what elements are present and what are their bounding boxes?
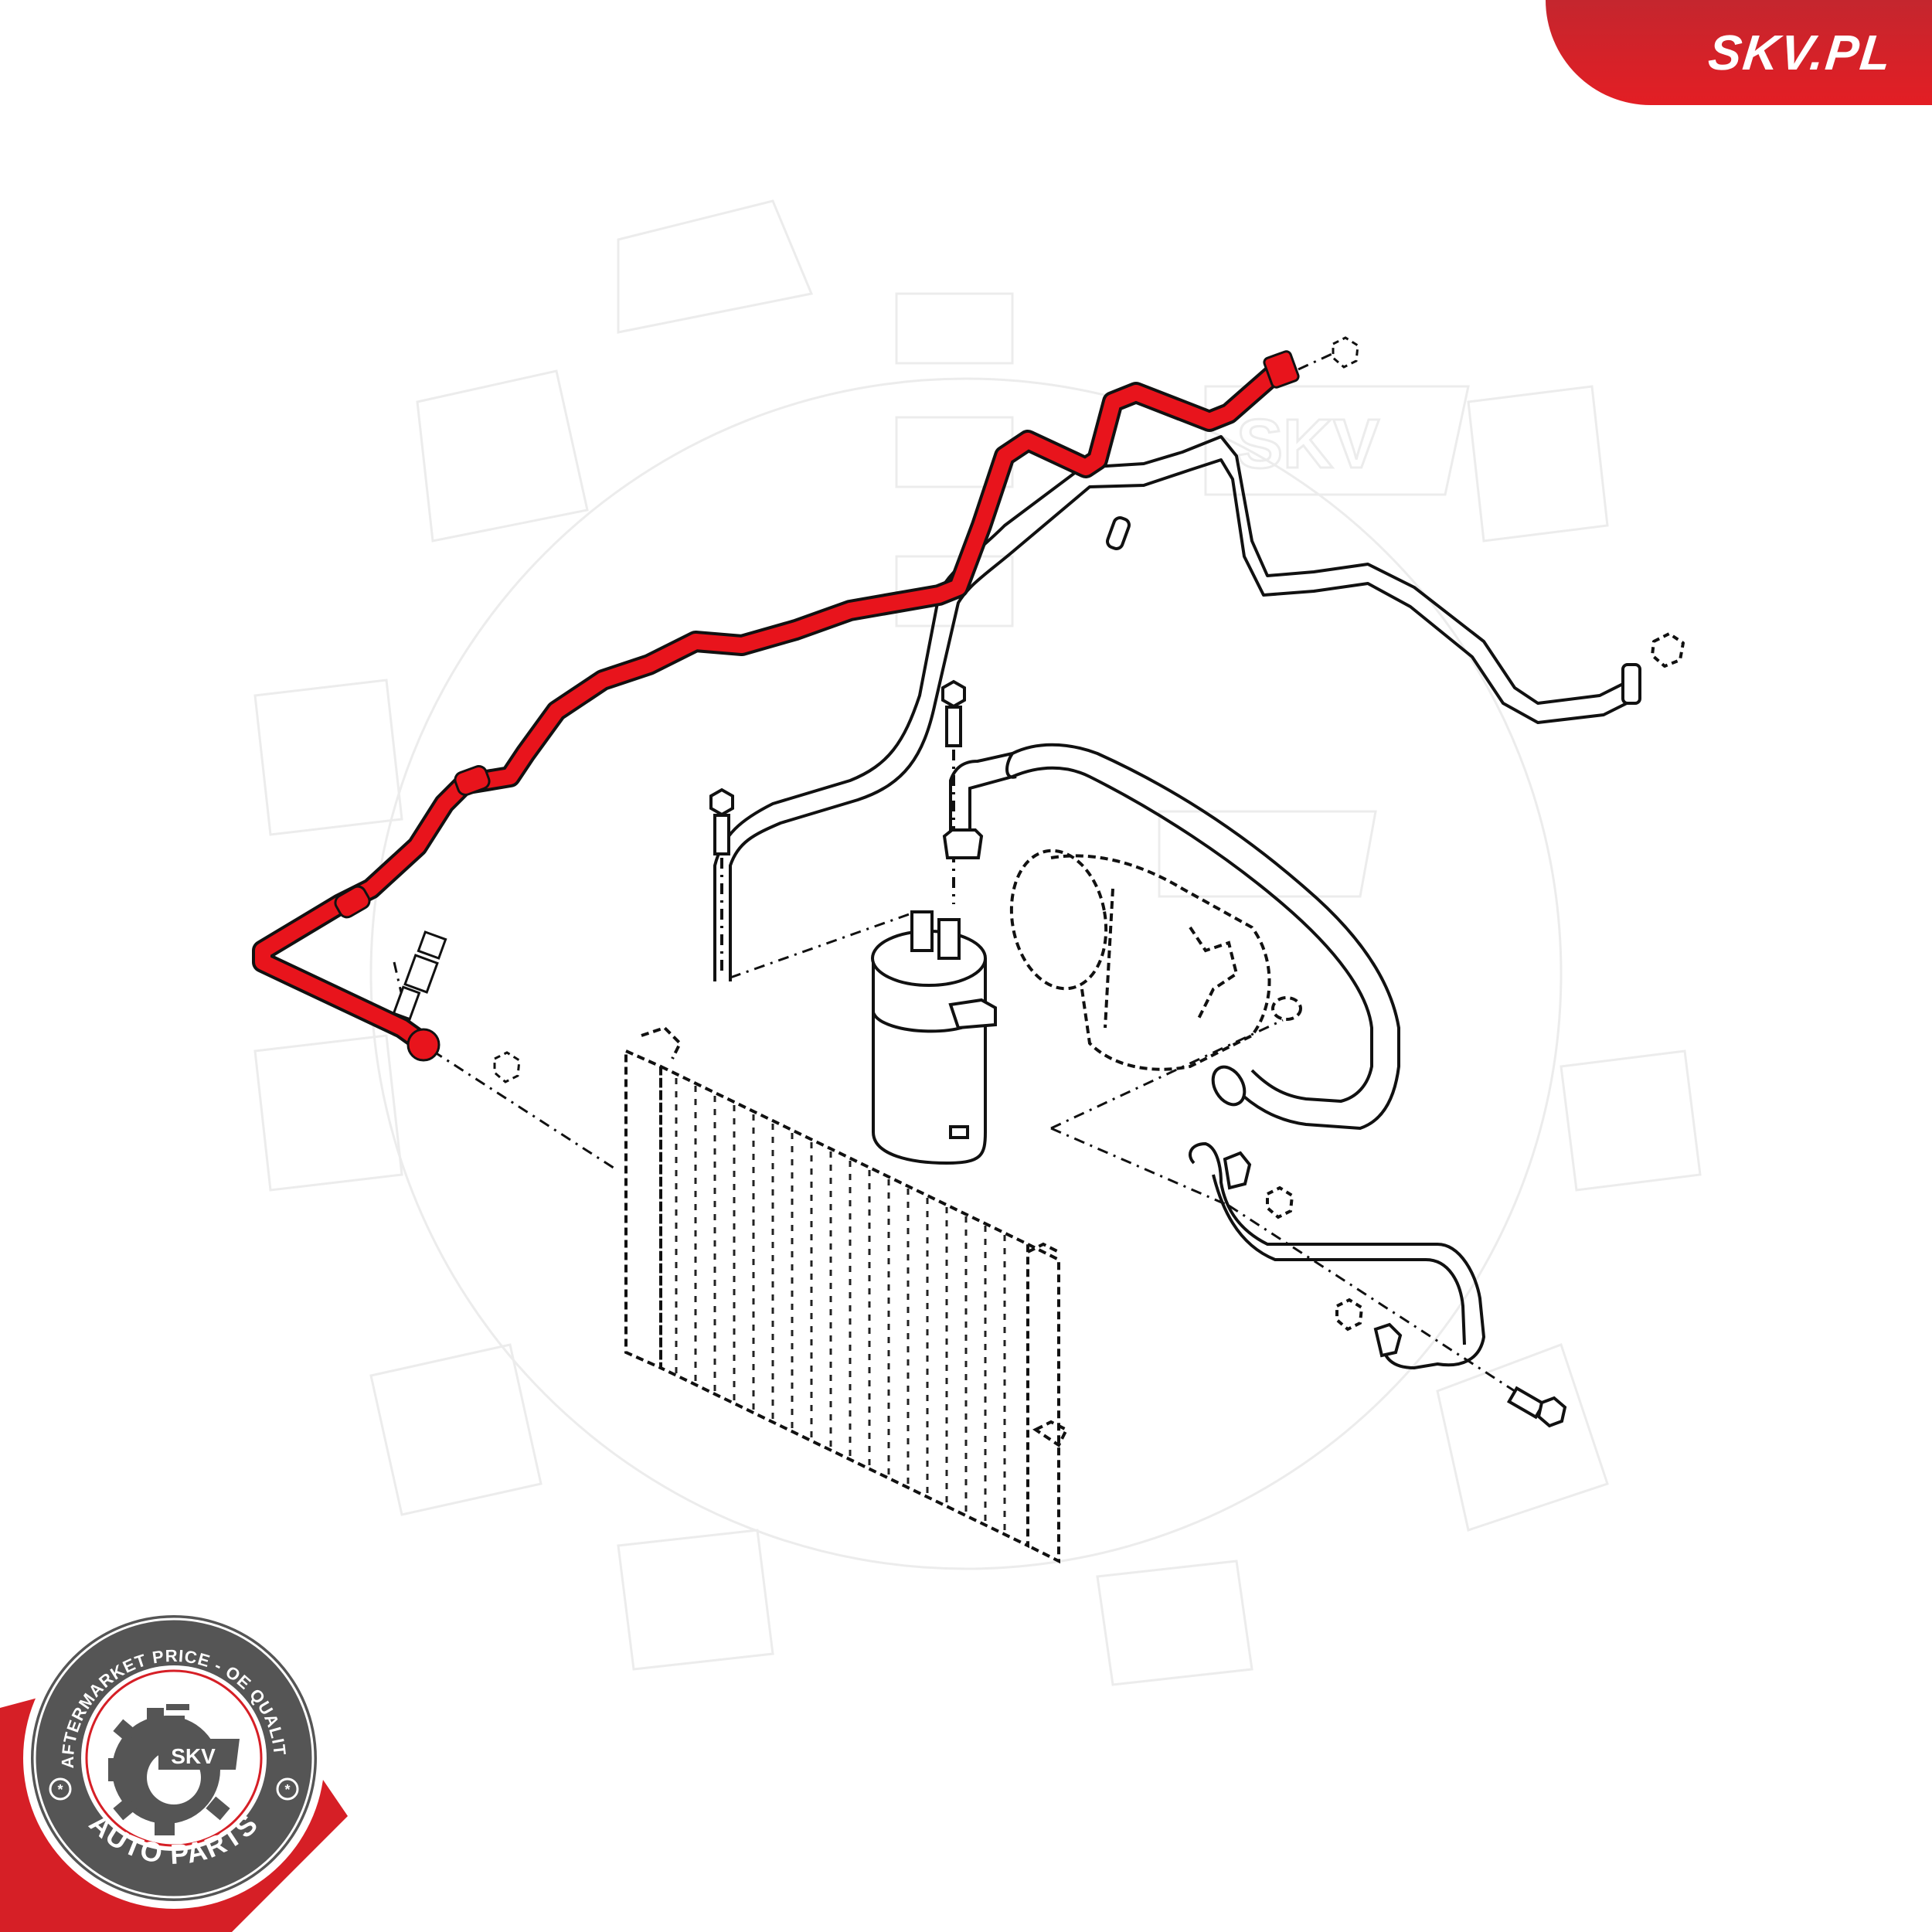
asterisk-icon-left: * <box>57 1782 63 1798</box>
suction-hose[interactable] <box>942 743 1400 1131</box>
pressure-switch[interactable] <box>392 930 447 1021</box>
bolt-bottom-right <box>1506 1386 1567 1428</box>
lower-hose[interactable] <box>1189 1141 1486 1370</box>
badge-center-text: SKV <box>171 1744 216 1768</box>
bolt-left <box>709 787 734 974</box>
o-rings <box>493 336 1359 1083</box>
assembly-lines <box>393 350 1515 1393</box>
bolt-middle <box>941 679 966 904</box>
pipe-joint-upper <box>454 765 491 796</box>
condenser-fins <box>675 1078 1006 1533</box>
asterisk-icon-right: * <box>284 1782 290 1798</box>
pipe-end-fitting-bottom <box>406 1028 440 1062</box>
star-icon <box>49 1777 299 1801</box>
brand-tab[interactable]: SKV.PL <box>1546 0 1932 105</box>
pipe-joint-lower <box>334 885 371 919</box>
bolts <box>709 679 1567 1428</box>
highlighted-pipe[interactable] <box>252 350 1300 1062</box>
watermark-gear-outline <box>369 377 1563 1570</box>
receiver-drier[interactable] <box>871 910 997 1165</box>
highlighted-pipe-outline <box>252 359 1290 1054</box>
gear-icon <box>108 1704 240 1835</box>
compressor[interactable] <box>1001 843 1302 1071</box>
skv-badge: AFTERMARKET PRICE - OE QUALITY AUTO PART… <box>0 1584 348 1932</box>
highlighted-pipe-fill <box>255 362 1287 1051</box>
watermark-text: SKV <box>1236 406 1379 483</box>
upper-pipe[interactable] <box>713 435 1685 981</box>
condenser[interactable] <box>624 1026 1069 1564</box>
pipe-end-fitting-top <box>1263 350 1300 389</box>
brand-label: SKV.PL <box>1705 25 1895 80</box>
